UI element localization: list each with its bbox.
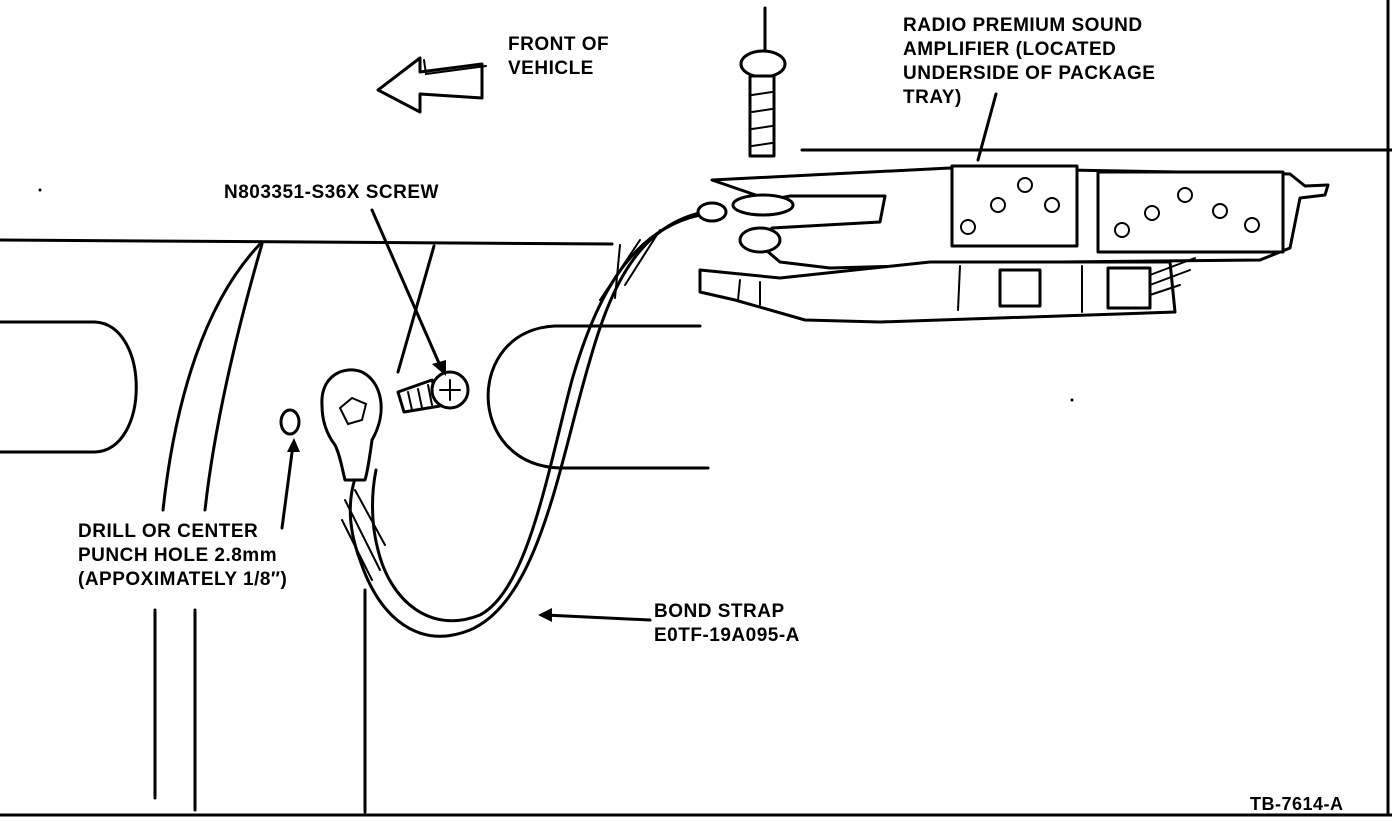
amplifier-label: RADIO PREMIUM SOUND AMPLIFIER (LOCATED U… xyxy=(903,14,1155,110)
front-of-vehicle-line-1: FRONT OF xyxy=(508,34,610,55)
screw-label: N803351-S36X SCREW xyxy=(224,182,439,203)
drill-line-1: DRILL OR CENTER xyxy=(78,521,259,542)
amplifier-line-2: AMPLIFIER (LOCATED xyxy=(903,39,1117,60)
amplifier-line-4: TRAY) xyxy=(903,87,962,108)
drill-hole-label: DRILL OR CENTER PUNCH HOLE 2.8mm (APPOXI… xyxy=(78,520,287,592)
front-direction-arrow xyxy=(376,56,487,114)
front-of-vehicle-label: FRONT OF VEHICLE xyxy=(508,33,609,81)
screw xyxy=(396,370,470,414)
front-of-vehicle-line-2: VEHICLE xyxy=(508,58,594,79)
amplifier-unit xyxy=(698,164,1330,324)
drill-line-3: (APPOXIMATELY 1/8″) xyxy=(78,569,288,590)
drill-hole xyxy=(279,408,301,436)
bond-strap-line-1: BOND STRAP xyxy=(654,601,785,622)
bond-strap xyxy=(320,201,728,638)
drill-line-2: PUNCH HOLE 2.8mm xyxy=(78,545,278,566)
amplifier-line-1: RADIO PREMIUM SOUND xyxy=(903,15,1143,36)
leader-lines xyxy=(280,92,998,622)
bond-strap-label: BOND STRAP E0TF-19A095-A xyxy=(654,600,800,648)
figure-id-label: TB-7614-A xyxy=(1250,794,1344,814)
bond-strap-line-2: E0TF-19A095-A xyxy=(654,625,800,646)
amplifier-line-3: UNDERSIDE OF PACKAGE xyxy=(903,63,1156,84)
mounting-bolt xyxy=(731,6,795,254)
